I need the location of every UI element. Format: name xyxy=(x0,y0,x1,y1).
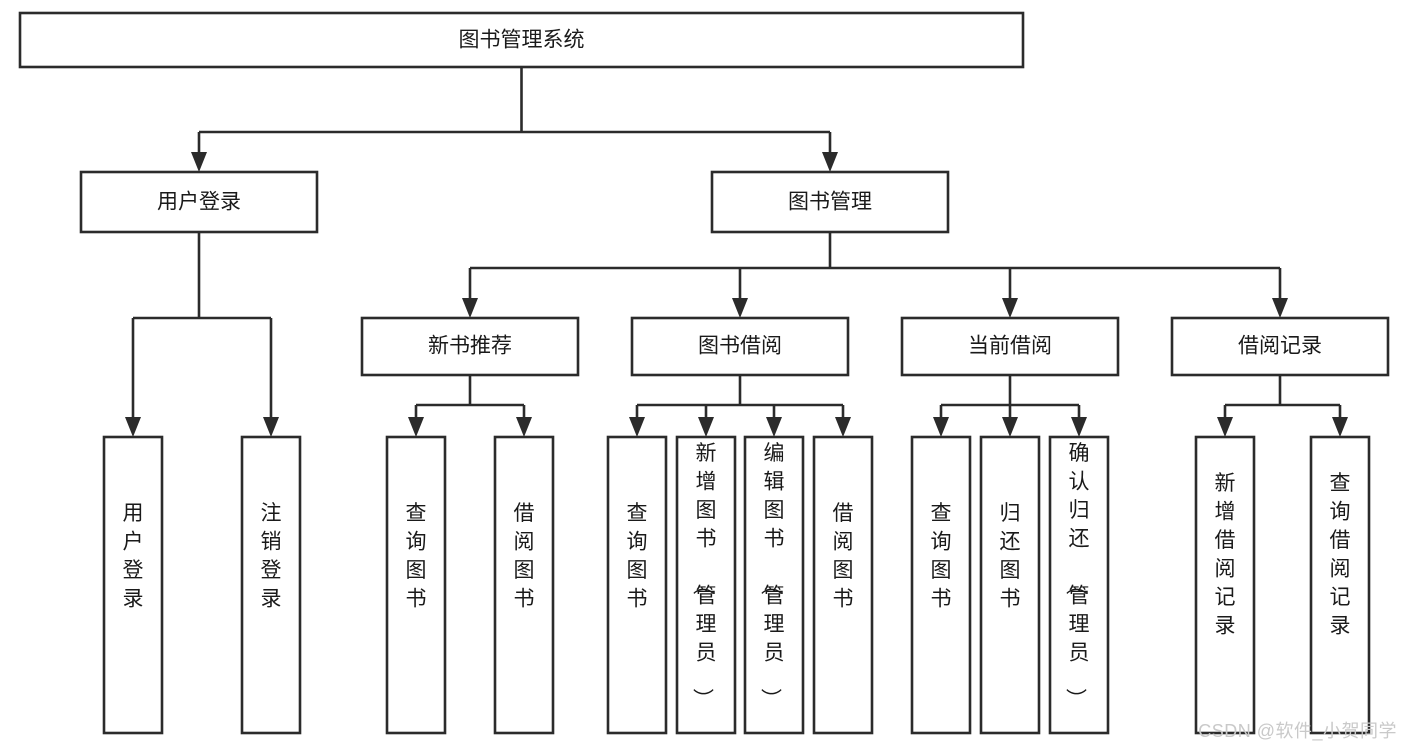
leaf-bb-edit-book-label: 编辑图书（管理员） xyxy=(759,442,785,709)
node-book-borrow-box[interactable] xyxy=(630,316,850,377)
node-book-borrow-label: 图书借阅 xyxy=(698,335,782,358)
leaf-node[interactable]: 查询图书 xyxy=(910,435,972,735)
arrowhead-bb-leaf-2 xyxy=(698,417,714,437)
leaf-br-add-record-label: 新增借阅记录 xyxy=(1215,472,1236,638)
leaf-node[interactable]: 确认归还（管理员） xyxy=(1048,435,1110,735)
leaf-logout-label: 注销登录 xyxy=(261,502,282,611)
leaf-node[interactable]: 查询图书 xyxy=(606,435,668,735)
leaf-br-query-record-box[interactable] xyxy=(1309,435,1371,735)
csdn-watermark: CSDN @软件_小贺同学 xyxy=(1198,721,1397,741)
arrowhead-current-borrow xyxy=(1002,298,1018,318)
leaf-user-login-box[interactable] xyxy=(102,435,164,735)
leaf-bb-borrow-book-label: 借阅图书 xyxy=(833,502,854,611)
node-current-borrow-box[interactable] xyxy=(900,316,1120,377)
leaf-node[interactable]: 借阅图书 xyxy=(812,435,874,735)
node-book-manage-box[interactable] xyxy=(710,170,950,234)
leaf-user-login-label: 用户登录 xyxy=(123,502,144,611)
node-root[interactable]: 图书管理系统 xyxy=(18,11,1025,69)
leaf-cb-return-book-box[interactable] xyxy=(979,435,1041,735)
connectors xyxy=(125,67,1348,437)
leaf-node[interactable]: 编辑图书（管理员） xyxy=(743,435,805,735)
node-book-manage-label: 图书管理 xyxy=(788,191,872,214)
arrowhead-leaf-logout xyxy=(263,417,279,437)
node-user-login-box[interactable] xyxy=(79,170,319,234)
leaf-cb-confirm-return-box[interactable] xyxy=(1048,435,1110,735)
leaf-bb-add-book-label: 新增图书（管理员） xyxy=(691,442,717,709)
leaf-cb-query-book-box[interactable] xyxy=(910,435,972,735)
node-borrow-records[interactable]: 借阅记录 xyxy=(1170,316,1390,377)
arrowhead-cb-leaf-3 xyxy=(1071,417,1087,437)
leaf-node[interactable]: 新增图书（管理员） xyxy=(675,435,737,735)
node-book-manage[interactable]: 图书管理 xyxy=(710,170,950,234)
arrowhead-nb-leaf-1 xyxy=(408,417,424,437)
arrowhead-br-leaf-1 xyxy=(1217,417,1233,437)
node-root-label: 图书管理系统 xyxy=(459,29,585,52)
leaf-nb-query-book-box[interactable] xyxy=(385,435,447,735)
leaf-node[interactable]: 查询借阅记录 xyxy=(1309,435,1371,735)
leaf-bb-edit-book-box[interactable] xyxy=(743,435,805,735)
leaf-node[interactable]: 注销登录 xyxy=(240,435,302,735)
arrowhead-borrow-records xyxy=(1272,298,1288,318)
leaf-cb-query-book-label: 查询图书 xyxy=(931,502,952,611)
leaf-nb-borrow-book-box[interactable] xyxy=(493,435,555,735)
leaf-node[interactable]: 新增借阅记录 xyxy=(1194,435,1256,735)
node-new-book-recommend-box[interactable] xyxy=(360,316,580,377)
leaf-node[interactable]: 查询图书 xyxy=(385,435,447,735)
arrowhead-bb-leaf-3 xyxy=(766,417,782,437)
node-book-borrow[interactable]: 图书借阅 xyxy=(630,316,850,377)
leaf-node[interactable]: 归还图书 xyxy=(979,435,1041,735)
node-current-borrow-label: 当前借阅 xyxy=(968,335,1052,358)
leaf-node[interactable]: 用户登录 xyxy=(102,435,164,735)
node-user-login[interactable]: 用户登录 xyxy=(79,170,319,234)
leaf-logout-box[interactable] xyxy=(240,435,302,735)
leaf-br-add-record-box[interactable] xyxy=(1194,435,1256,735)
leaf-br-query-record-label: 查询借阅记录 xyxy=(1330,472,1351,638)
leaf-nb-borrow-book-label: 借阅图书 xyxy=(514,502,535,611)
arrowhead-book-borrow xyxy=(732,298,748,318)
arrowhead-user-login xyxy=(191,152,207,172)
arrowhead-cb-leaf-2 xyxy=(1002,417,1018,437)
node-borrow-records-box[interactable] xyxy=(1170,316,1390,377)
node-user-login-label: 用户登录 xyxy=(157,191,241,214)
leaf-cb-confirm-return-label: 确认归还（管理员） xyxy=(1064,442,1090,709)
node-new-book-recommend[interactable]: 新书推荐 xyxy=(360,316,580,377)
arrowhead-leaf-user-login xyxy=(125,417,141,437)
arrowhead-br-leaf-2 xyxy=(1332,417,1348,437)
leaf-bb-query-book-box[interactable] xyxy=(606,435,668,735)
arrowhead-bb-leaf-4 xyxy=(835,417,851,437)
leaf-nb-query-book-label: 查询图书 xyxy=(406,502,427,611)
leaf-cb-return-book-label: 归还图书 xyxy=(1000,502,1021,611)
arrowhead-book-manage xyxy=(822,152,838,172)
node-current-borrow[interactable]: 当前借阅 xyxy=(900,316,1120,377)
leaf-bb-query-book-label: 查询图书 xyxy=(627,502,648,611)
leaf-node[interactable]: 借阅图书 xyxy=(493,435,555,735)
leaf-bb-borrow-book-box[interactable] xyxy=(812,435,874,735)
arrowhead-cb-leaf-1 xyxy=(933,417,949,437)
arrowhead-bb-leaf-1 xyxy=(629,417,645,437)
leaf-bb-add-book-box[interactable] xyxy=(675,435,737,735)
arrowhead-new-book xyxy=(462,298,478,318)
node-new-book-recommend-label: 新书推荐 xyxy=(428,335,512,358)
arrowhead-nb-leaf-2 xyxy=(516,417,532,437)
node-root-box[interactable] xyxy=(18,11,1025,69)
node-borrow-records-label: 借阅记录 xyxy=(1238,335,1322,358)
